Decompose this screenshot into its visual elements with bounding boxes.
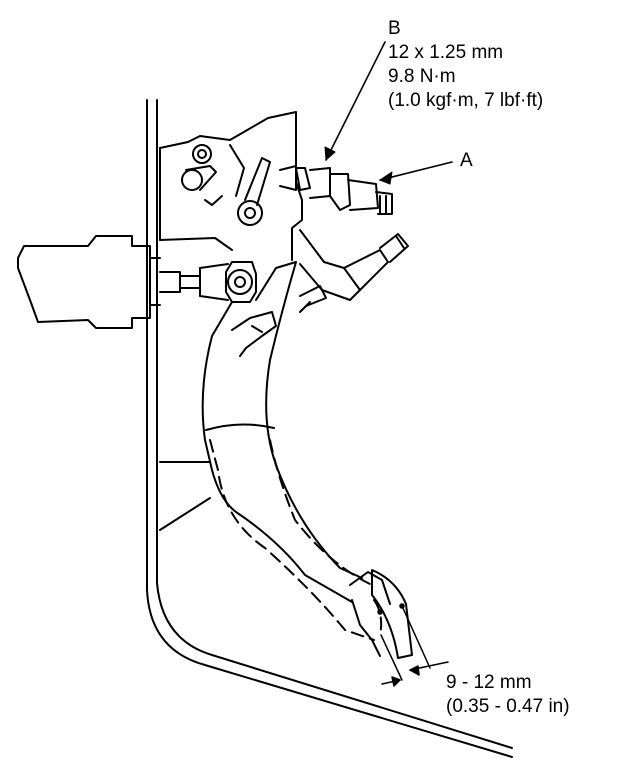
callout-b-thread-size: 12 x 1.25 mm	[388, 42, 504, 63]
callout-b-torque-alt: (1.0 kgf·m, 7 lbf·ft)	[388, 90, 544, 111]
leader-line-a	[379, 161, 453, 181]
firewall-panel	[146, 99, 513, 758]
brake-light-switch	[279, 165, 393, 215]
free-play-mm: 9 - 12 mm	[446, 672, 532, 693]
pedal-pivot-clevis	[199, 261, 257, 303]
callout-b-torque-nm: 9.8 N·m	[388, 66, 456, 87]
leader-line-b	[325, 41, 386, 161]
pedal-position-sensor	[299, 229, 409, 313]
free-play-dimension	[377, 603, 449, 687]
pedal-bracket	[159, 111, 303, 261]
arrowhead-a	[379, 171, 393, 185]
pedal-arm	[201, 261, 363, 603]
callout-b-letter: B	[388, 18, 401, 39]
brake-booster	[17, 235, 201, 329]
pedal-released-outline	[209, 439, 383, 641]
arrowhead-b	[324, 146, 336, 161]
free-play-in: (0.35 - 0.47 in)	[446, 696, 570, 717]
callout-a-letter: A	[460, 150, 473, 171]
